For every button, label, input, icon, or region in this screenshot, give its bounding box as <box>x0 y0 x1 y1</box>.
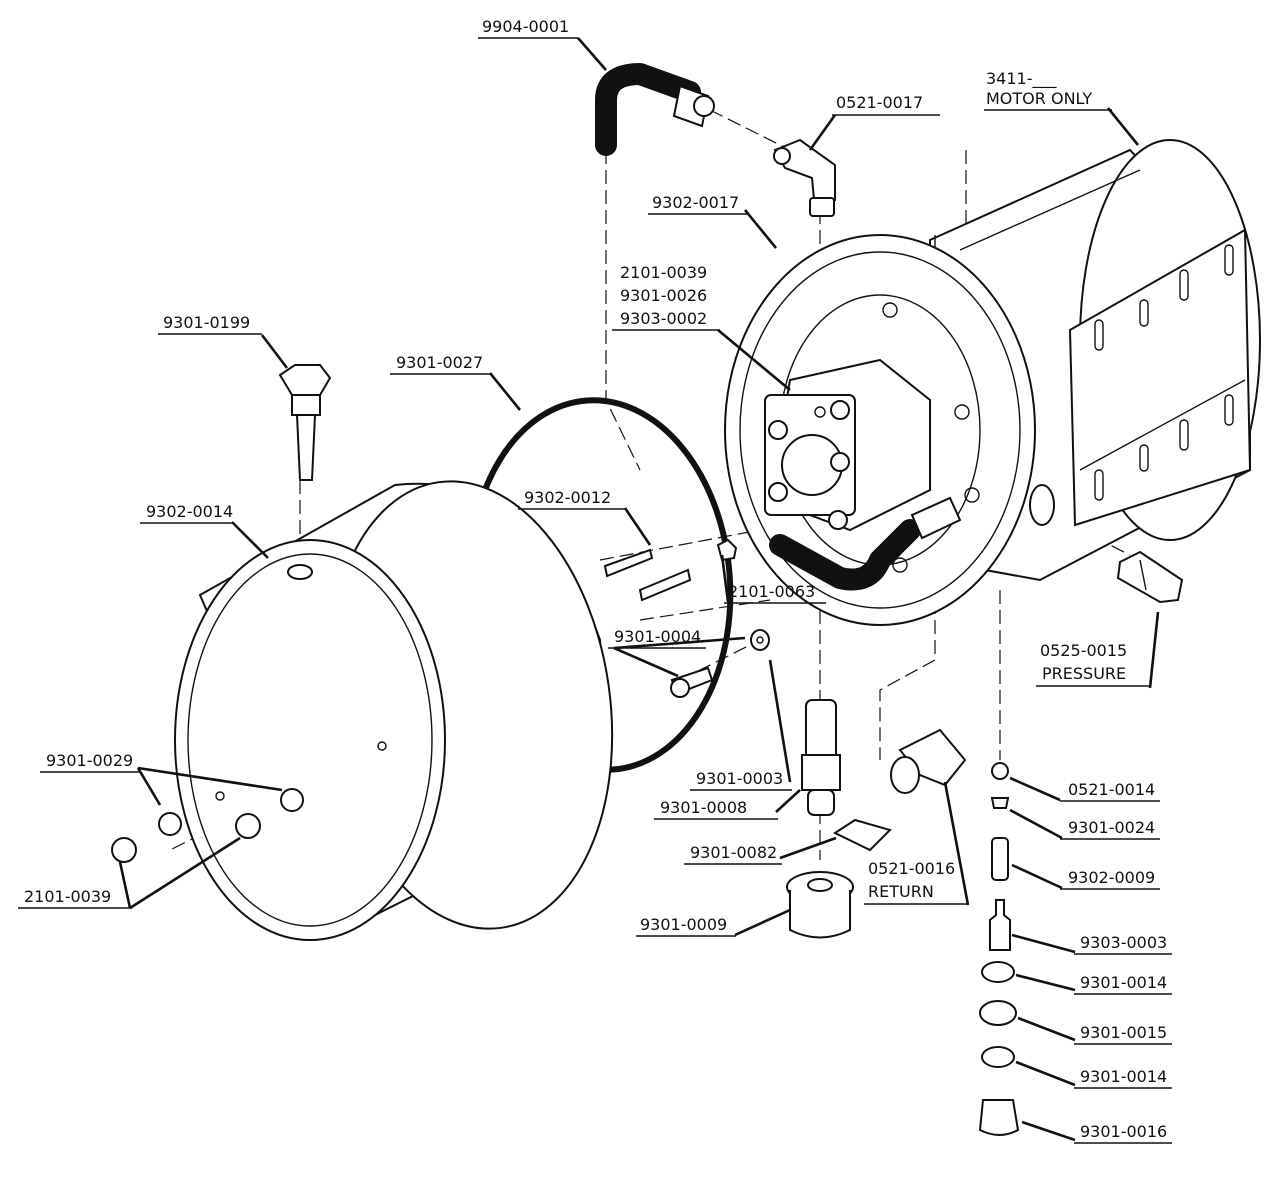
label-motor-only: MOTOR ONLY <box>986 89 1092 108</box>
label-9301-0082: 9301-0082 <box>690 843 777 862</box>
relief-valve-parts <box>978 762 1020 1136</box>
label-motor-part-number: 3411-___ <box>986 69 1057 89</box>
strainer <box>786 871 854 939</box>
reservoir-tank <box>174 480 614 941</box>
label-9301-0003: 9301-0003 <box>696 769 783 788</box>
label-0521-0016: 0521-0016 <box>868 859 955 878</box>
gear-pump <box>764 358 931 532</box>
label-0521-0017: 0521-0017 <box>836 93 923 112</box>
label-9301-0014-a: 9301-0014 <box>1080 973 1167 992</box>
return-hose <box>769 519 921 591</box>
label-0525-0015: 0525-0015 <box>1040 641 1127 660</box>
label-pressure: PRESSURE <box>1042 664 1126 683</box>
part-labels: 9904-0001 0521-0017 3411-___ MOTOR ONLY … <box>18 17 1172 1144</box>
label-9301-0199: 9301-0199 <box>163 313 250 332</box>
label-2101-0039-nut: 2101-0039 <box>24 887 111 906</box>
label-2101-0039-pump: 2101-0039 <box>620 263 707 282</box>
elbow-fitting-0521-0017 <box>773 138 836 217</box>
label-return: RETURN <box>868 882 934 901</box>
label-9302-0017: 9302-0017 <box>652 193 739 212</box>
label-9904-0001: 9904-0001 <box>482 17 569 36</box>
label-9302-0009: 9302-0009 <box>1068 868 1155 887</box>
label-2101-0063: 2101-0063 <box>728 582 815 601</box>
label-9302-0014: 9302-0014 <box>146 502 233 521</box>
hoses <box>595 63 962 591</box>
hose-9904-0001 <box>595 63 701 156</box>
label-9301-0027: 9301-0027 <box>396 353 483 372</box>
label-0521-0014: 0521-0014 <box>1068 780 1155 799</box>
label-9301-0015: 9301-0015 <box>1080 1023 1167 1042</box>
filler-plug <box>278 364 332 481</box>
label-9301-0029: 9301-0029 <box>46 751 133 770</box>
small-hardware <box>670 538 770 698</box>
label-9301-0024: 9301-0024 <box>1068 818 1155 837</box>
label-9301-0008: 9301-0008 <box>660 798 747 817</box>
label-9301-0016: 9301-0016 <box>1080 1122 1167 1141</box>
label-9303-0002: 9303-0002 <box>620 309 707 328</box>
label-9302-0012: 9302-0012 <box>524 488 611 507</box>
pad-9301-0082 <box>832 818 892 852</box>
return-elbow <box>890 728 967 794</box>
hose-fitting <box>672 84 715 128</box>
rear-hardware <box>111 788 304 863</box>
label-9301-0014-b: 9301-0014 <box>1080 1067 1167 1086</box>
label-9301-0009: 9301-0009 <box>640 915 727 934</box>
label-9301-0004: 9301-0004 <box>614 627 701 646</box>
label-9301-0026: 9301-0026 <box>620 286 707 305</box>
tie-rods <box>603 548 692 602</box>
pressure-fitting <box>1116 550 1184 604</box>
label-9303-0003: 9303-0003 <box>1080 933 1167 952</box>
inlet-nipple <box>801 699 841 816</box>
leader-lines <box>118 37 1160 1142</box>
